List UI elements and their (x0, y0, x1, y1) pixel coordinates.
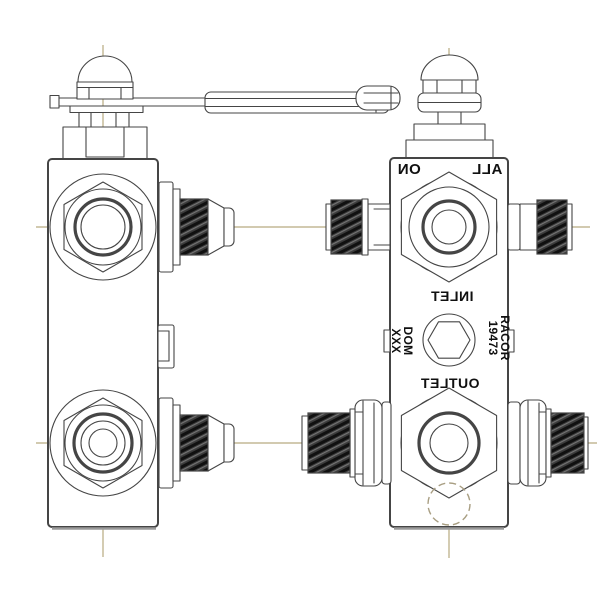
bottom-flare-fitting (158, 397, 235, 489)
valve-stem-front (405, 111, 494, 159)
xxx-text: XXX (389, 329, 403, 354)
outlet-label: OUTLET (421, 375, 480, 391)
edge-tab-left (383, 329, 391, 353)
on-label: ON (397, 161, 421, 178)
dom-engraving: DOM XXX (389, 327, 415, 356)
valve-stem (62, 105, 148, 160)
top-port-front (400, 171, 498, 283)
top-port-side (49, 173, 157, 281)
part-markings: ON ALL INLET OUTLET RACOR 19473 DOM XXX (389, 161, 512, 391)
top-right-port-fitting (507, 199, 573, 255)
all-label: ALL (472, 161, 503, 178)
bottom-port-side (49, 389, 157, 497)
side-view (47, 55, 390, 530)
part-number-text: 19473 (486, 321, 500, 356)
front-view: ON ALL INLET OUTLET RACOR 19473 DOM XXX (301, 54, 589, 530)
phantom-circle (427, 482, 471, 526)
handle-end-view (355, 85, 401, 111)
dome-cap-nut (76, 55, 134, 100)
bottom-right-fitting (507, 399, 589, 487)
top-left-port-fitting (325, 198, 391, 256)
edge-tab-right (507, 329, 515, 353)
side-boss (157, 324, 175, 369)
center-hex-plug (422, 313, 476, 367)
bottom-port-front (400, 387, 498, 499)
lever-handle (49, 91, 390, 114)
inlet-label: INLET (431, 288, 474, 304)
dom-text: DOM (401, 327, 415, 356)
bottom-left-fitting (301, 399, 392, 487)
top-flare-fitting (158, 181, 235, 273)
brand-text: RACOR (498, 315, 512, 361)
dome-cap-nut-front (417, 54, 482, 113)
racor-part-engraving: RACOR 19473 (486, 315, 512, 361)
